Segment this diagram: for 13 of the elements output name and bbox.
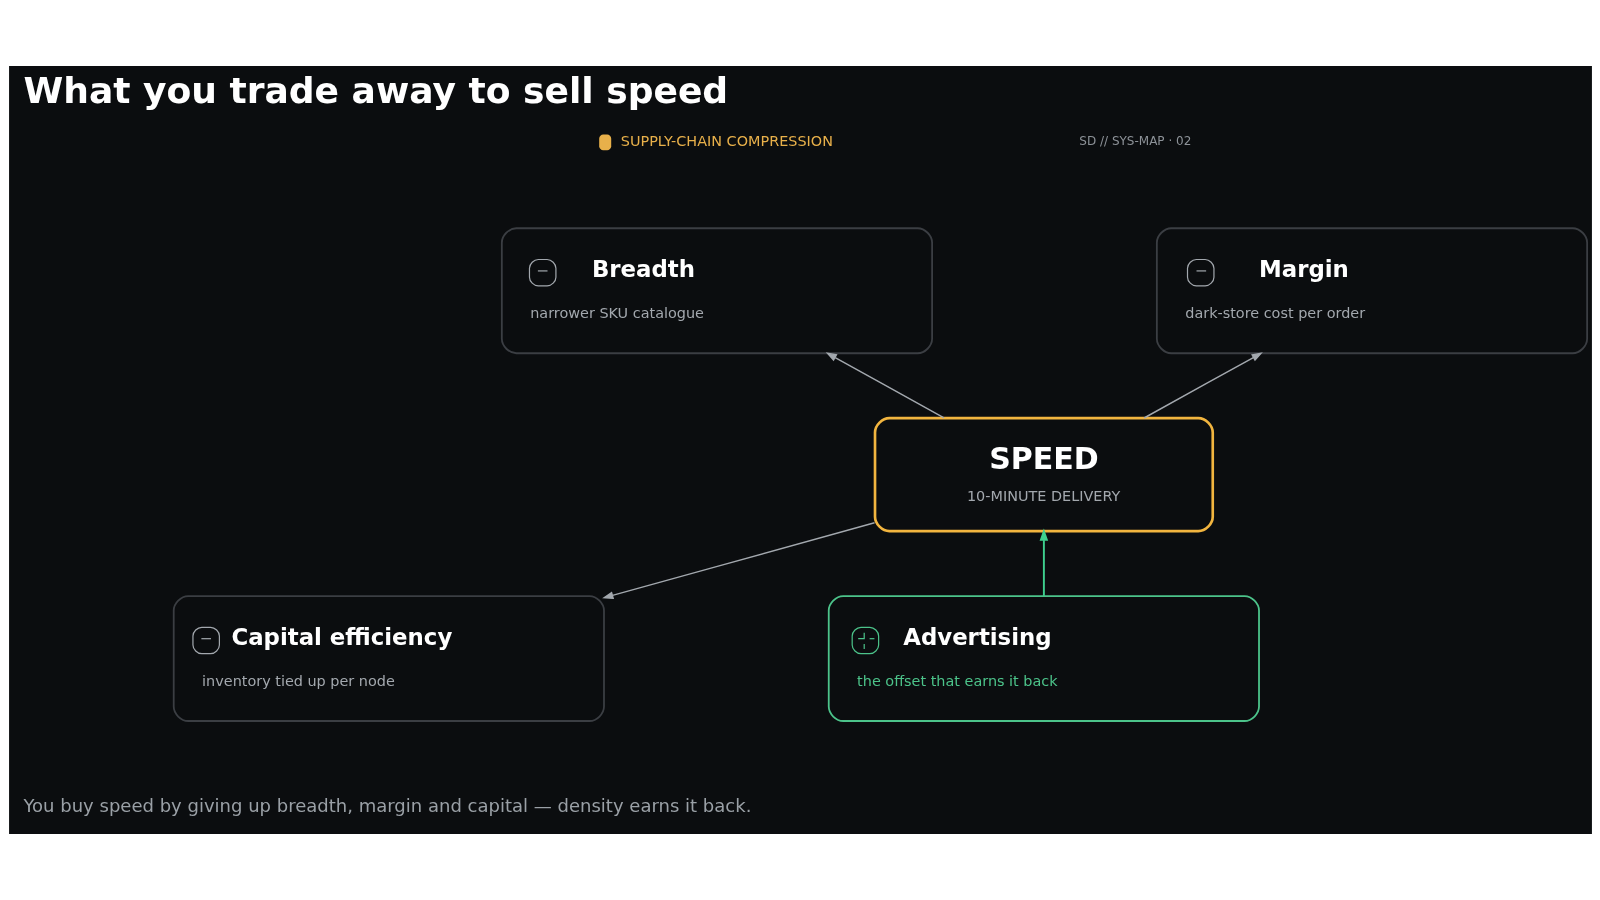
arrow <box>825 352 945 419</box>
node-box: Advertising the offset that earns it back <box>827 595 1260 722</box>
node-box: Breadth narrower SKU catalogue <box>500 227 933 355</box>
node-box: Margin dark-store cost per order <box>1155 227 1588 355</box>
label: SUPPLY-CHAIN COMPRESSION <box>620 133 833 150</box>
arrow <box>1039 528 1048 597</box>
arrow <box>601 522 875 600</box>
label: SD // SYS-MAP · 02 <box>1078 133 1191 148</box>
node-box: SPEED 10-MINUTE DELIVERY <box>873 416 1214 533</box>
node-box: Capital efficiency inventory tied up per node <box>172 595 605 722</box>
diagram-title: What you trade away to sell speed <box>22 70 728 113</box>
arrow <box>1142 352 1263 419</box>
caption: You buy speed by giving up breadth, margin and capital — density earns it back. <box>22 794 751 816</box>
